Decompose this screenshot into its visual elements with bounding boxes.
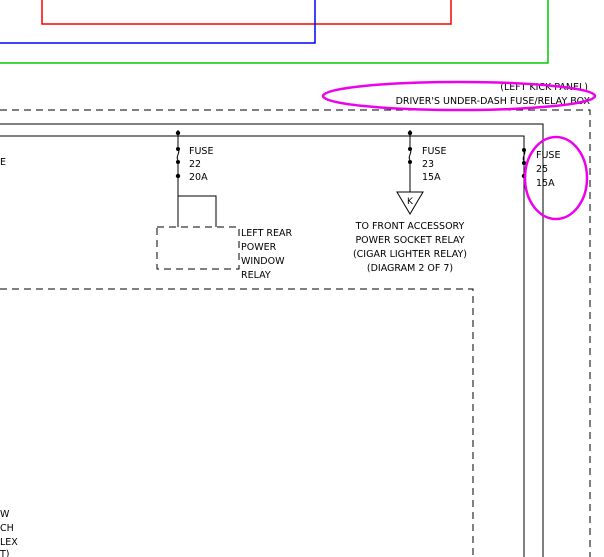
fuse-box-name: DRIVER'S UNDER-DASH FUSE/RELAY BOX [396, 96, 591, 107]
fuse-23-number: 23 [422, 159, 434, 170]
highlight-ellipse-fuse-25 [523, 135, 589, 221]
fuse-23: FUSE 23 15A [407, 130, 446, 192]
bus-bar-inner [0, 135, 525, 557]
fuse-25: FUSE 25 15A [521, 148, 560, 189]
fuse-25-number: 25 [536, 164, 548, 175]
bottom-left-label-fragment-4: T) [0, 549, 10, 557]
fuse-23-rating: 15A [422, 172, 441, 183]
bus-bar-outer [0, 123, 544, 557]
fuse-25-rating: 15A [536, 178, 555, 189]
panel-location: (LEFT KICK PANEL) [500, 82, 588, 93]
fuse-22-number: 22 [189, 159, 201, 170]
connector-k-line4: (DIAGRAM 2 OF 7) [367, 263, 453, 274]
connector-k-line2: POWER SOCKET RELAY [355, 235, 464, 246]
highlight-ellipse-panel [321, 80, 597, 112]
relay-label-line3: WINDOW [241, 256, 285, 267]
bottom-left-label-fragment-2: CH [0, 523, 14, 534]
relay-label-line2: POWER [241, 242, 277, 253]
connector-k-line1: TO FRONT ACCESSORY [355, 221, 465, 232]
connector-k-letter: K [407, 197, 414, 207]
blue-wire [0, 0, 316, 44]
relay-label-line1: LEFT REAR [241, 228, 293, 239]
fuse-box-inner-outline [0, 288, 474, 557]
fuse-22: FUSE 22 20A [175, 130, 213, 196]
left-rear-power-window-relay: LEFT REAR POWER WINDOW RELAY [156, 195, 293, 281]
red-wire [41, 0, 452, 25]
fuse-23-label: FUSE [422, 146, 446, 157]
bottom-left-label-fragment-3: LEX [0, 537, 18, 548]
connector-k: K TO FRONT ACCESSORY POWER SOCKET RELAY … [353, 191, 467, 274]
connector-k-line3: (CIGAR LIGHTER RELAY) [353, 249, 467, 260]
left-edge-label-fragment: E [0, 157, 6, 168]
fuse-22-rating: 20A [189, 172, 208, 183]
fuse-box-outline [0, 109, 591, 557]
fuse-22-label: FUSE [189, 146, 213, 157]
relay-label-line4: RELAY [241, 270, 271, 281]
bottom-left-label-fragment-1: W [0, 509, 10, 520]
green-wire [0, 0, 549, 64]
fuse-25-label: FUSE [536, 150, 560, 161]
